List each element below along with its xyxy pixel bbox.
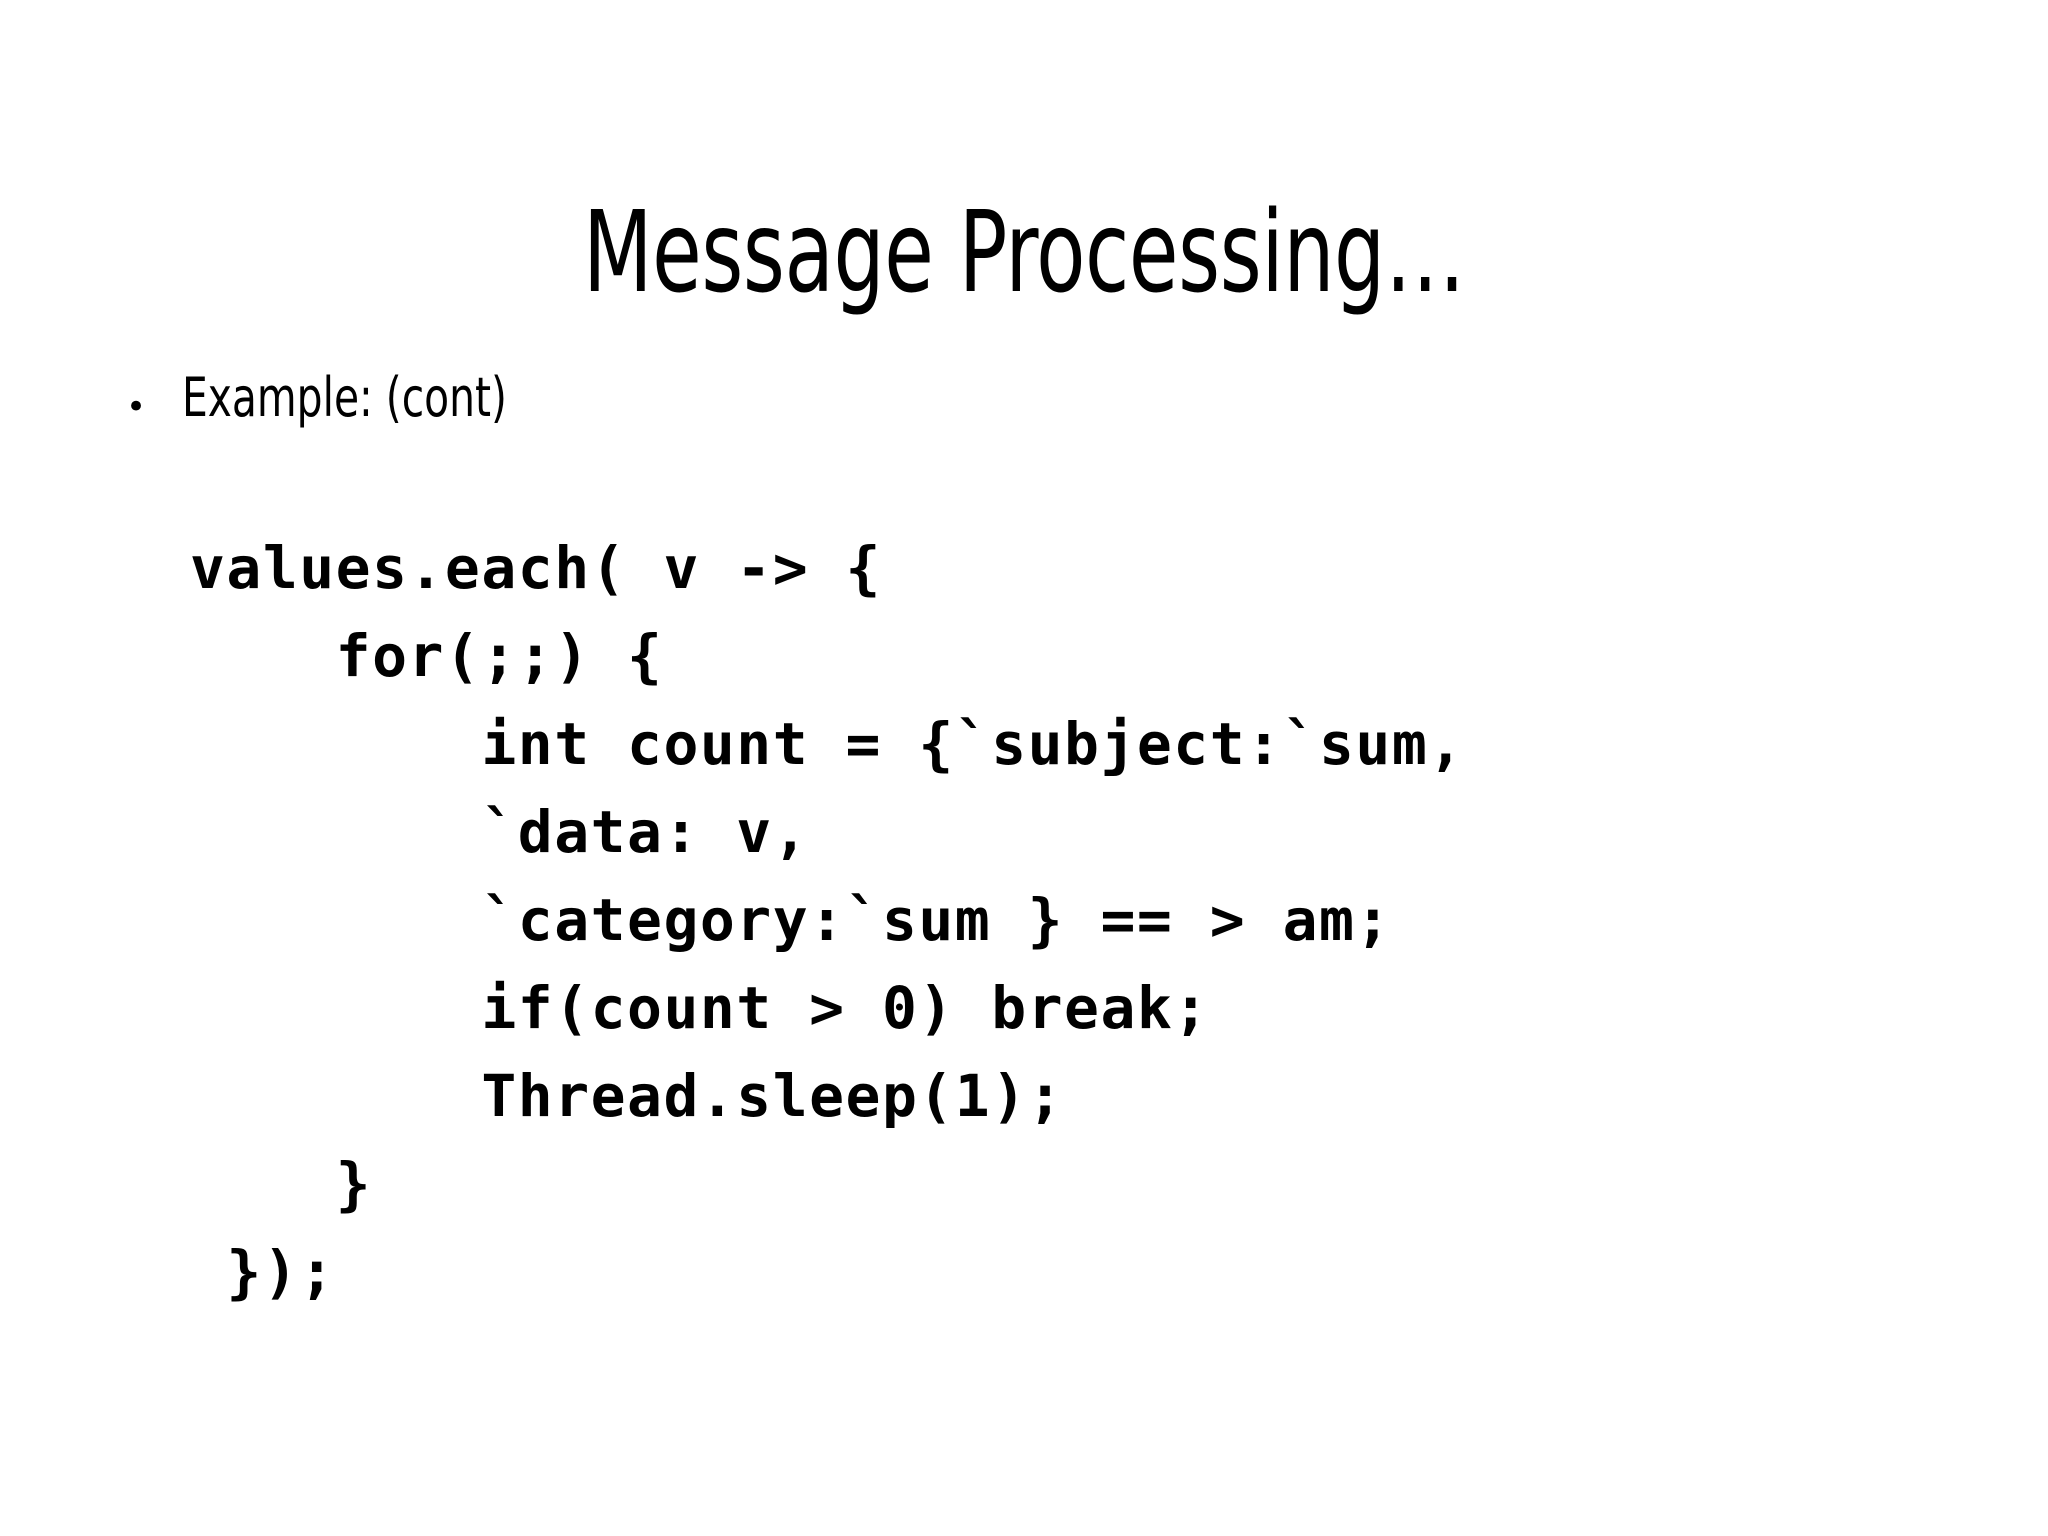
code-line: `category:`sum } == > am; — [190, 886, 1392, 954]
bullet-list-item: • Example: (cont) — [126, 366, 569, 429]
page-title: Message Processing… — [582, 188, 1466, 319]
code-line: }); — [190, 1238, 336, 1306]
code-line: Thread.sleep(1); — [190, 1062, 1065, 1130]
code-block: values.each( v -> { for(;;) { int count … — [190, 524, 1465, 1316]
bullet-item-label: Example: (cont) — [182, 366, 507, 429]
bullet-point-icon: • — [126, 387, 147, 427]
code-line: for(;;) { — [190, 622, 664, 690]
code-line: int count = {`subject:`sum, — [190, 710, 1465, 778]
code-line: if(count > 0) break; — [190, 974, 1210, 1042]
code-line: values.each( v -> { — [190, 534, 882, 602]
code-line: `data: v, — [190, 798, 810, 866]
code-line: } — [190, 1150, 373, 1218]
